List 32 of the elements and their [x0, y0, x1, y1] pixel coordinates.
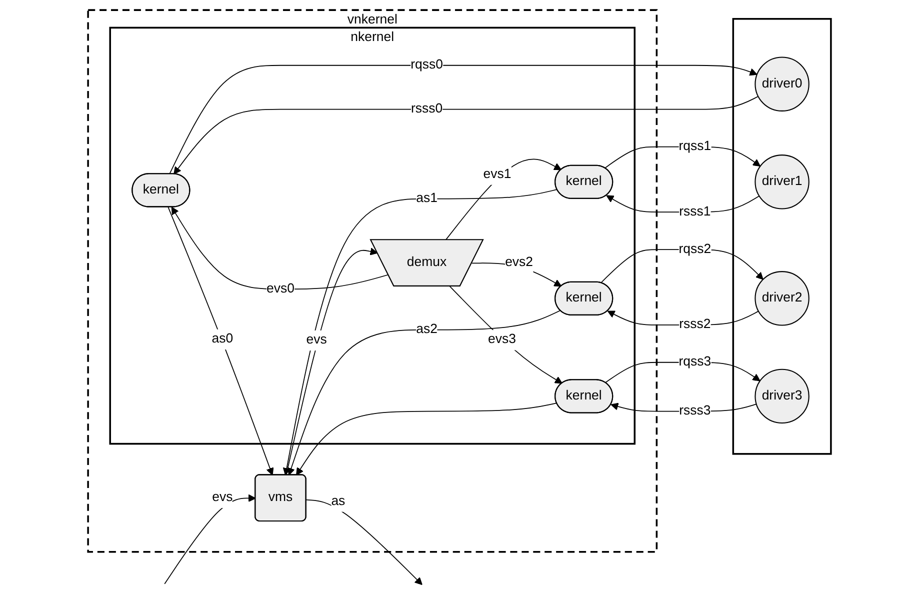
edge-label: evs0 — [266, 280, 294, 296]
edge-label: rqss1 — [678, 138, 712, 154]
arrow — [168, 206, 274, 476]
edge-label: rsss0 — [410, 101, 443, 116]
node-circle: driver0 — [754, 56, 810, 112]
edge-label: evs — [212, 490, 233, 505]
edge-label: evs2 — [505, 254, 534, 270]
arrow — [287, 310, 561, 476]
edge-label: rsss1 — [679, 204, 711, 219]
edge-label: rsss2 — [679, 316, 711, 332]
edge-label: rsss3 — [679, 403, 711, 418]
node-circle: driver2 — [754, 271, 810, 326]
cluster — [732, 18, 832, 455]
arrow — [171, 206, 389, 290]
arrow — [282, 189, 558, 476]
arrow — [164, 494, 256, 584]
node-circle: driver1 — [754, 154, 810, 210]
arrow — [296, 402, 558, 476]
edge-label: evs3 — [488, 332, 516, 347]
edge-label: rqss3 — [678, 354, 712, 370]
arrow — [169, 64, 758, 174]
edge-label: evs — [306, 332, 327, 348]
node-circle: driver3 — [754, 368, 810, 424]
edge-label: evs1 — [483, 166, 512, 182]
edge-label: as0 — [212, 331, 234, 346]
edge-label: as — [331, 493, 346, 508]
edge-label: as1 — [416, 190, 438, 206]
arrow — [306, 499, 422, 586]
edge-label: rqss0 — [410, 57, 443, 72]
edge-label: rqss2 — [678, 241, 712, 256]
arrow — [174, 96, 759, 174]
edge-label: as2 — [416, 322, 438, 337]
